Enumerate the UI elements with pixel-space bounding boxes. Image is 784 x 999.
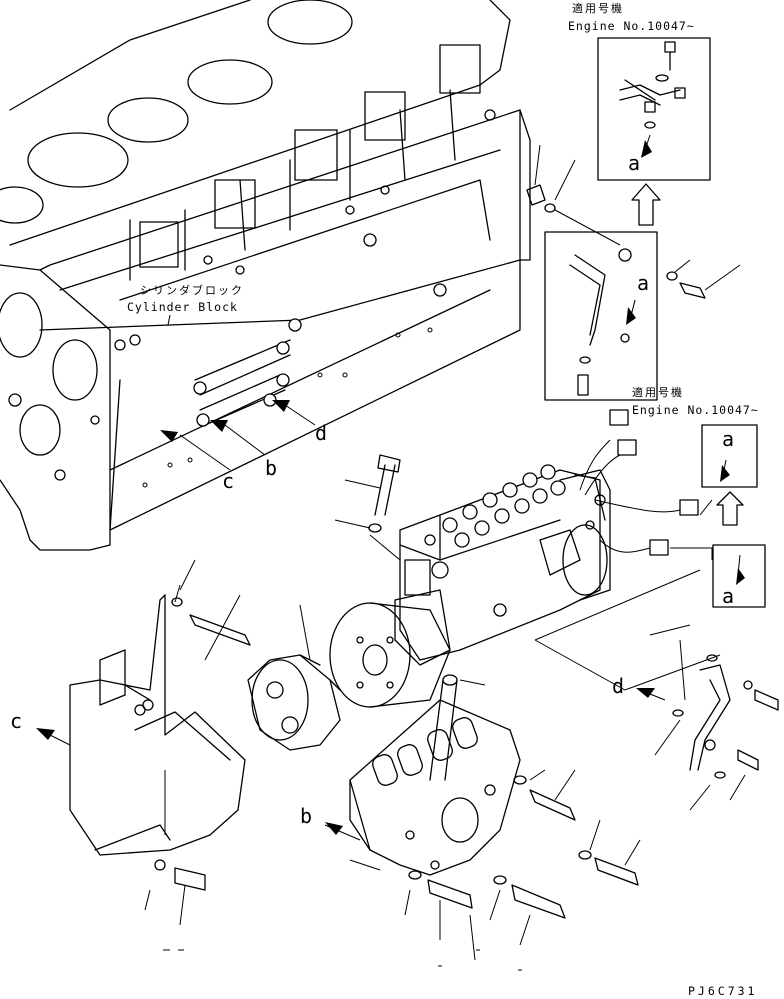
callout-a-right-top: a bbox=[722, 427, 734, 451]
inset-box-right-top bbox=[701, 424, 758, 488]
inset-box-top bbox=[597, 37, 711, 181]
callout-d-block: d bbox=[315, 421, 327, 445]
cylinder-block-jp-label: シリンダブロック bbox=[140, 283, 244, 297]
up-arrow-right bbox=[716, 491, 744, 526]
inset-box-right-bottom bbox=[712, 544, 766, 608]
inset-pipe-top bbox=[619, 41, 686, 129]
lube-pipe-d bbox=[654, 639, 779, 811]
applicable-jp-label-1: 適用号機 bbox=[572, 1, 624, 15]
bolt-washer-top bbox=[666, 259, 741, 299]
callout-a-right-bottom: a bbox=[722, 584, 734, 608]
pump-bracket bbox=[349, 699, 521, 876]
callout-c-cover: c bbox=[10, 709, 22, 733]
cylinder-block-label: Cylinder Block bbox=[127, 300, 238, 314]
callout-b-bracket: b bbox=[300, 804, 312, 828]
applicable-jp-label-2: 適用号機 bbox=[632, 385, 684, 399]
drive-flange bbox=[329, 602, 451, 708]
engine-no-label-2: Engine No.10047~ bbox=[632, 403, 759, 417]
callout-a-inset-top: a bbox=[628, 151, 640, 175]
pump-bolt bbox=[334, 454, 401, 561]
inset-box-middle bbox=[544, 231, 658, 401]
pipe-adapter bbox=[526, 144, 621, 246]
bracket-bolts bbox=[404, 769, 641, 961]
cylinder-block bbox=[0, 0, 531, 551]
callout-b-block: b bbox=[265, 456, 277, 480]
drawing-code: PJ6C731 bbox=[688, 984, 757, 998]
callout-c-block: c bbox=[222, 469, 234, 493]
lubrication-pipe bbox=[569, 248, 632, 396]
wiring-harness bbox=[579, 409, 713, 560]
injection-pump bbox=[394, 464, 611, 666]
engine-no-label-1: Engine No.10047~ bbox=[568, 19, 695, 33]
callout-d-pipe: d bbox=[612, 674, 624, 698]
flywheel-housing-cover bbox=[69, 559, 251, 926]
up-arrow-top bbox=[631, 183, 661, 226]
coupling-disc bbox=[247, 604, 341, 751]
coupling-bolt bbox=[429, 674, 486, 781]
callout-a-inset-mid: a bbox=[637, 271, 649, 295]
